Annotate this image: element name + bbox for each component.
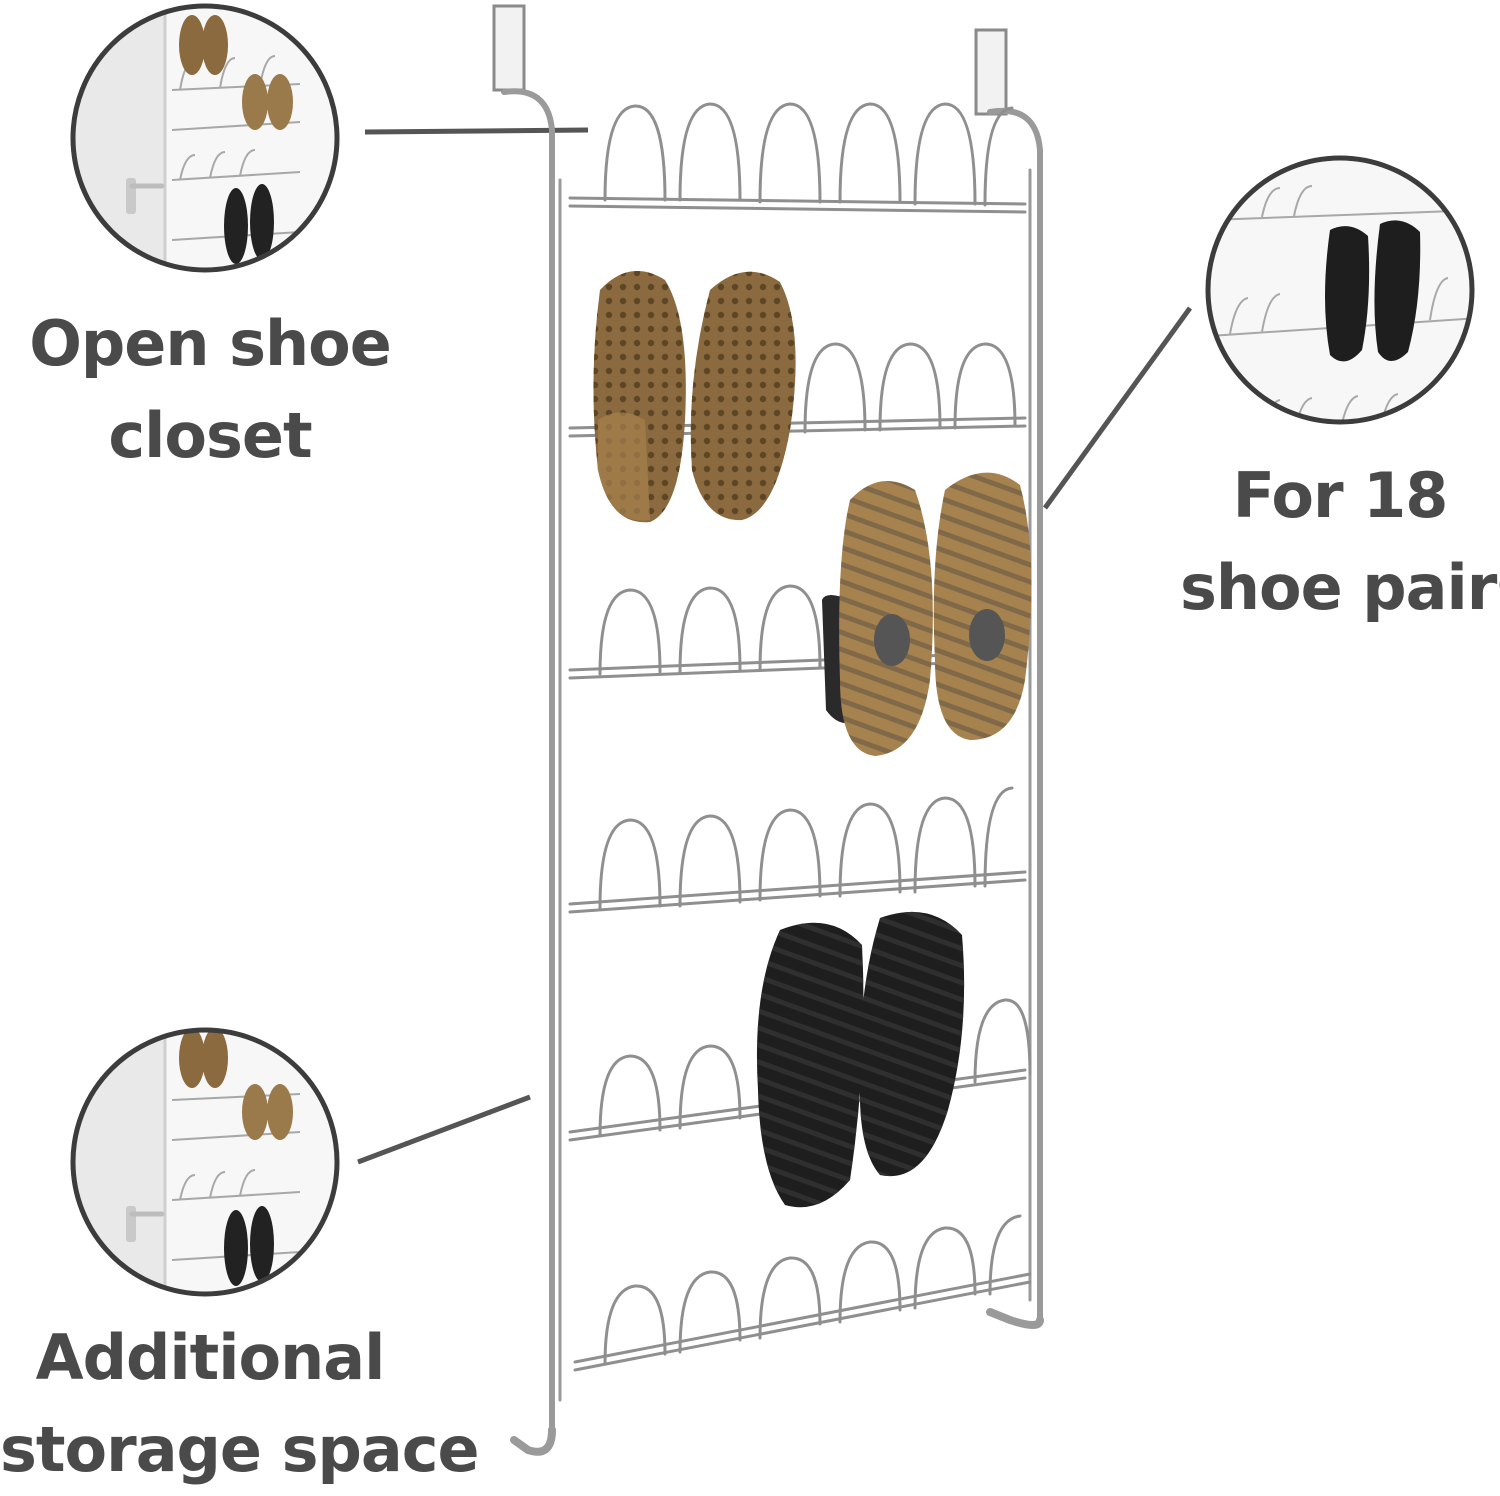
tan-sneakers: [822, 472, 1032, 756]
callout-additional-storage-space: Additional storage space: [0, 1312, 480, 1496]
brown-loafers: [593, 271, 796, 523]
callout-pairs-line1: For 18: [1232, 459, 1449, 532]
inset-circle-closet: [70, 3, 340, 273]
callout-pairs-line2: shoe pairs: [1180, 551, 1500, 624]
black-shoes: [756, 911, 965, 1208]
callout-storage-line2: storage space: [0, 1413, 480, 1486]
callout-open-shoe-closet: Open shoe closet: [20, 298, 400, 482]
inset-circle-pairs: [1205, 155, 1475, 425]
storage-connector-line: [357, 1094, 531, 1165]
callout-storage-line1: Additional: [35, 1321, 386, 1394]
callout-closet-line1: Open shoe: [29, 307, 392, 380]
callout-closet-line2: closet: [108, 399, 312, 472]
inset-circle-storage: [70, 1027, 340, 1297]
rack-frame: [492, 4, 1044, 1456]
callout-for-18-shoe-pairs: For 18 shoe pairs: [1180, 450, 1500, 634]
pairs-connector-line: [1042, 306, 1193, 510]
